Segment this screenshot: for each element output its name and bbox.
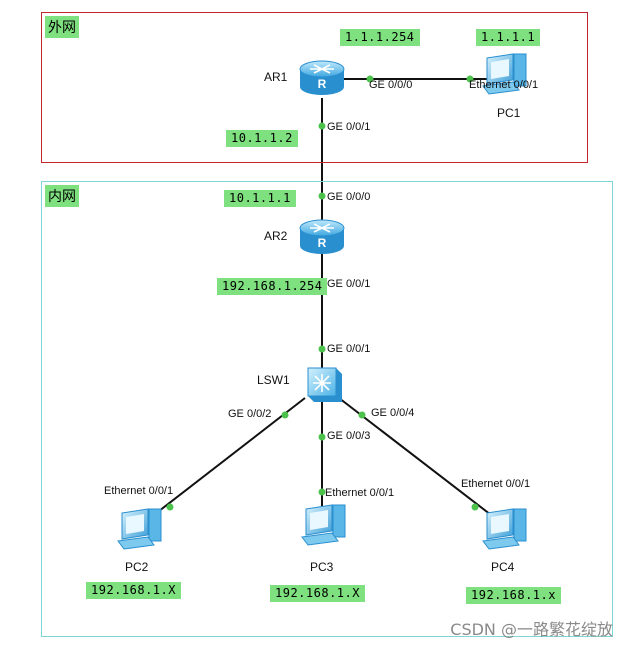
- port-dot-ar2-ge000: [318, 192, 326, 200]
- router-icon-ar2[interactable]: R: [299, 219, 345, 254]
- device-label-ar1: AR1: [264, 70, 288, 84]
- port-label-pc1-eth: Ethernet 0/0/1: [469, 79, 539, 91]
- port-dot-lsw1-ge002: [281, 411, 289, 419]
- svg-text:R: R: [318, 236, 327, 250]
- port-label-ar1-ge000: GE 0/0/0: [369, 79, 413, 91]
- device-label-ar2: AR2: [264, 229, 288, 243]
- port-label-ar2-ge001: GE 0/0/1: [327, 278, 371, 290]
- router-icon-ar1[interactable]: R: [299, 60, 345, 95]
- port-label-pc3-eth: Ethernet 0/0/1: [325, 487, 395, 499]
- device-label-lsw1: LSW1: [257, 373, 290, 387]
- device-label-pc4: PC4: [491, 560, 515, 574]
- ip-label-ar2-ge000: 10.1.1.1: [224, 190, 296, 207]
- port-label-lsw1-ge002: GE 0/0/2: [228, 408, 272, 420]
- pc-icon-pc2[interactable]: [117, 508, 162, 550]
- port-label-lsw1-ge004: GE 0/0/4: [371, 407, 415, 419]
- pc-icon-pc1[interactable]: [482, 53, 527, 95]
- device-label-pc2: PC2: [125, 560, 149, 574]
- watermark: CSDN @一路繁花绽放: [450, 620, 613, 639]
- port-label-pc2-eth: Ethernet 0/0/1: [104, 485, 174, 497]
- ip-label-pc1: 1.1.1.1: [476, 29, 541, 46]
- port-label-lsw1-ge001: GE 0/0/1: [327, 343, 371, 355]
- port-dot-lsw1-ge004: [358, 411, 366, 419]
- ip-label-pc4: 192.168.1.x: [466, 587, 561, 604]
- zone-outer-network: 外网: [41, 12, 588, 163]
- pc-icon-pc3[interactable]: [301, 504, 346, 546]
- zone-inner-label: 内网: [45, 185, 79, 207]
- zone-inner-network: 内网: [41, 181, 613, 637]
- port-dot-lsw1-ge003: [318, 433, 326, 441]
- port-dot-pc4-eth: [471, 503, 479, 511]
- link-lsw1-pc4: [338, 397, 496, 519]
- port-dot-pc1-eth: [466, 75, 474, 83]
- zone-outer-label: 外网: [45, 16, 79, 38]
- link-lsw1-pc2: [149, 397, 306, 519]
- port-dot-ar1-ge001: [318, 122, 326, 130]
- device-label-pc1: PC1: [497, 106, 521, 120]
- port-label-ar2-ge000: GE 0/0/0: [327, 191, 371, 203]
- port-label-lsw1-ge003: GE 0/0/3: [327, 430, 371, 442]
- port-label-ar1-ge001: GE 0/0/1: [327, 121, 371, 133]
- ip-label-ar1-ge000: 1.1.1.254: [340, 29, 420, 46]
- port-label-pc4-eth: Ethernet 0/0/1: [461, 478, 531, 490]
- ip-label-ar2-ge001: 192.168.1.254: [217, 278, 328, 295]
- ip-label-pc2: 192.168.1.X: [86, 582, 181, 599]
- ip-label-ar1-ge001: 10.1.1.2: [226, 130, 298, 147]
- ip-label-pc3: 192.168.1.X: [270, 585, 365, 602]
- links: [149, 78, 496, 519]
- switch-icon-lsw1[interactable]: [307, 367, 342, 402]
- svg-text:R: R: [318, 77, 327, 91]
- port-dot-pc3-eth: [318, 488, 326, 496]
- port-dot-lsw1-ge001: [318, 345, 326, 353]
- port-dot-pc2-eth: [166, 503, 174, 511]
- port-dot-ar1-ge000: [366, 75, 374, 83]
- pc-icon-pc4[interactable]: [482, 508, 527, 550]
- device-label-pc3: PC3: [310, 560, 334, 574]
